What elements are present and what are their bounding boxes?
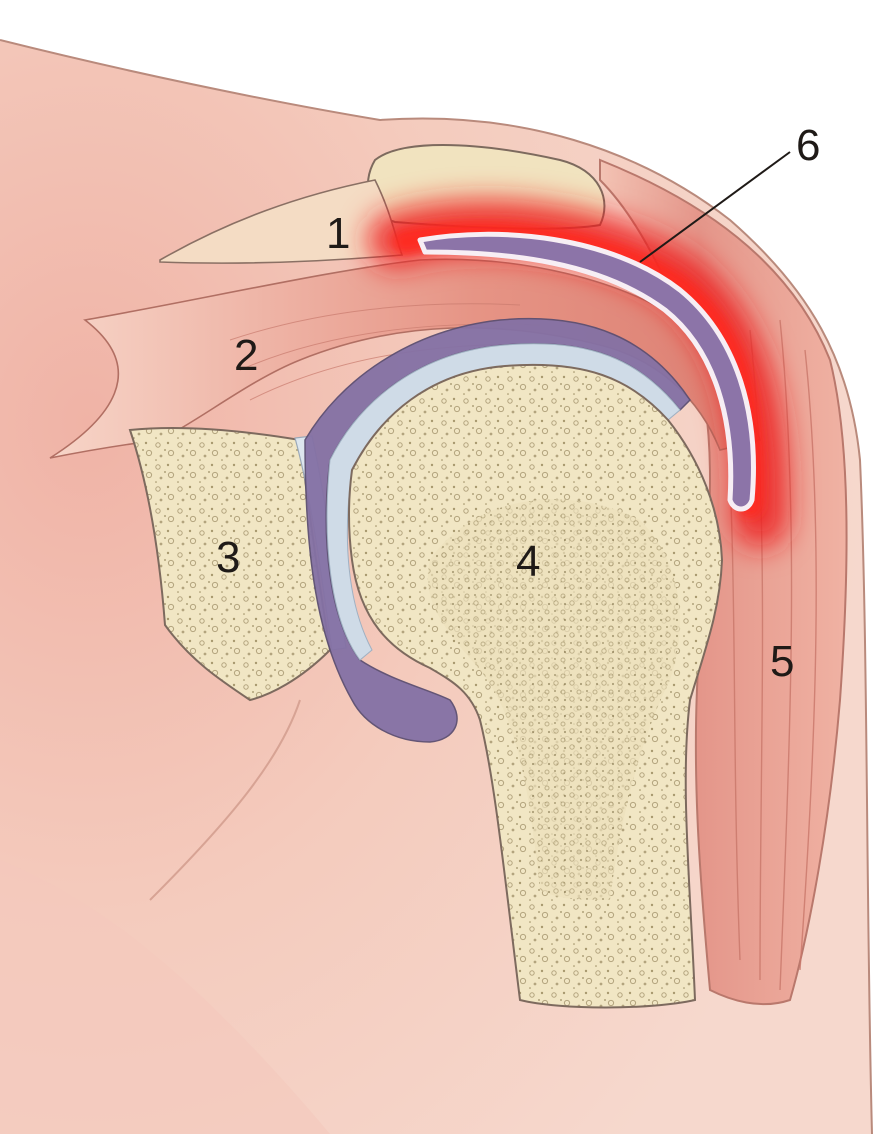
- scapula-glenoid: [128, 427, 332, 702]
- label-1: 1: [326, 209, 351, 258]
- skin-fold: [149, 699, 301, 901]
- label-2: 2: [234, 331, 259, 380]
- label-6-leader-line: [639, 151, 791, 263]
- humerus-inner-dense: [427, 499, 680, 900]
- skin-outline: [0, 39, 873, 1134]
- label-4: 4: [516, 537, 541, 586]
- skin-lower-shade: [0, 860, 330, 1134]
- label-5: 5: [770, 637, 795, 686]
- subacromial-bursa: [417, 231, 756, 512]
- label-6: 6: [796, 121, 821, 170]
- label-3: 3: [216, 533, 241, 582]
